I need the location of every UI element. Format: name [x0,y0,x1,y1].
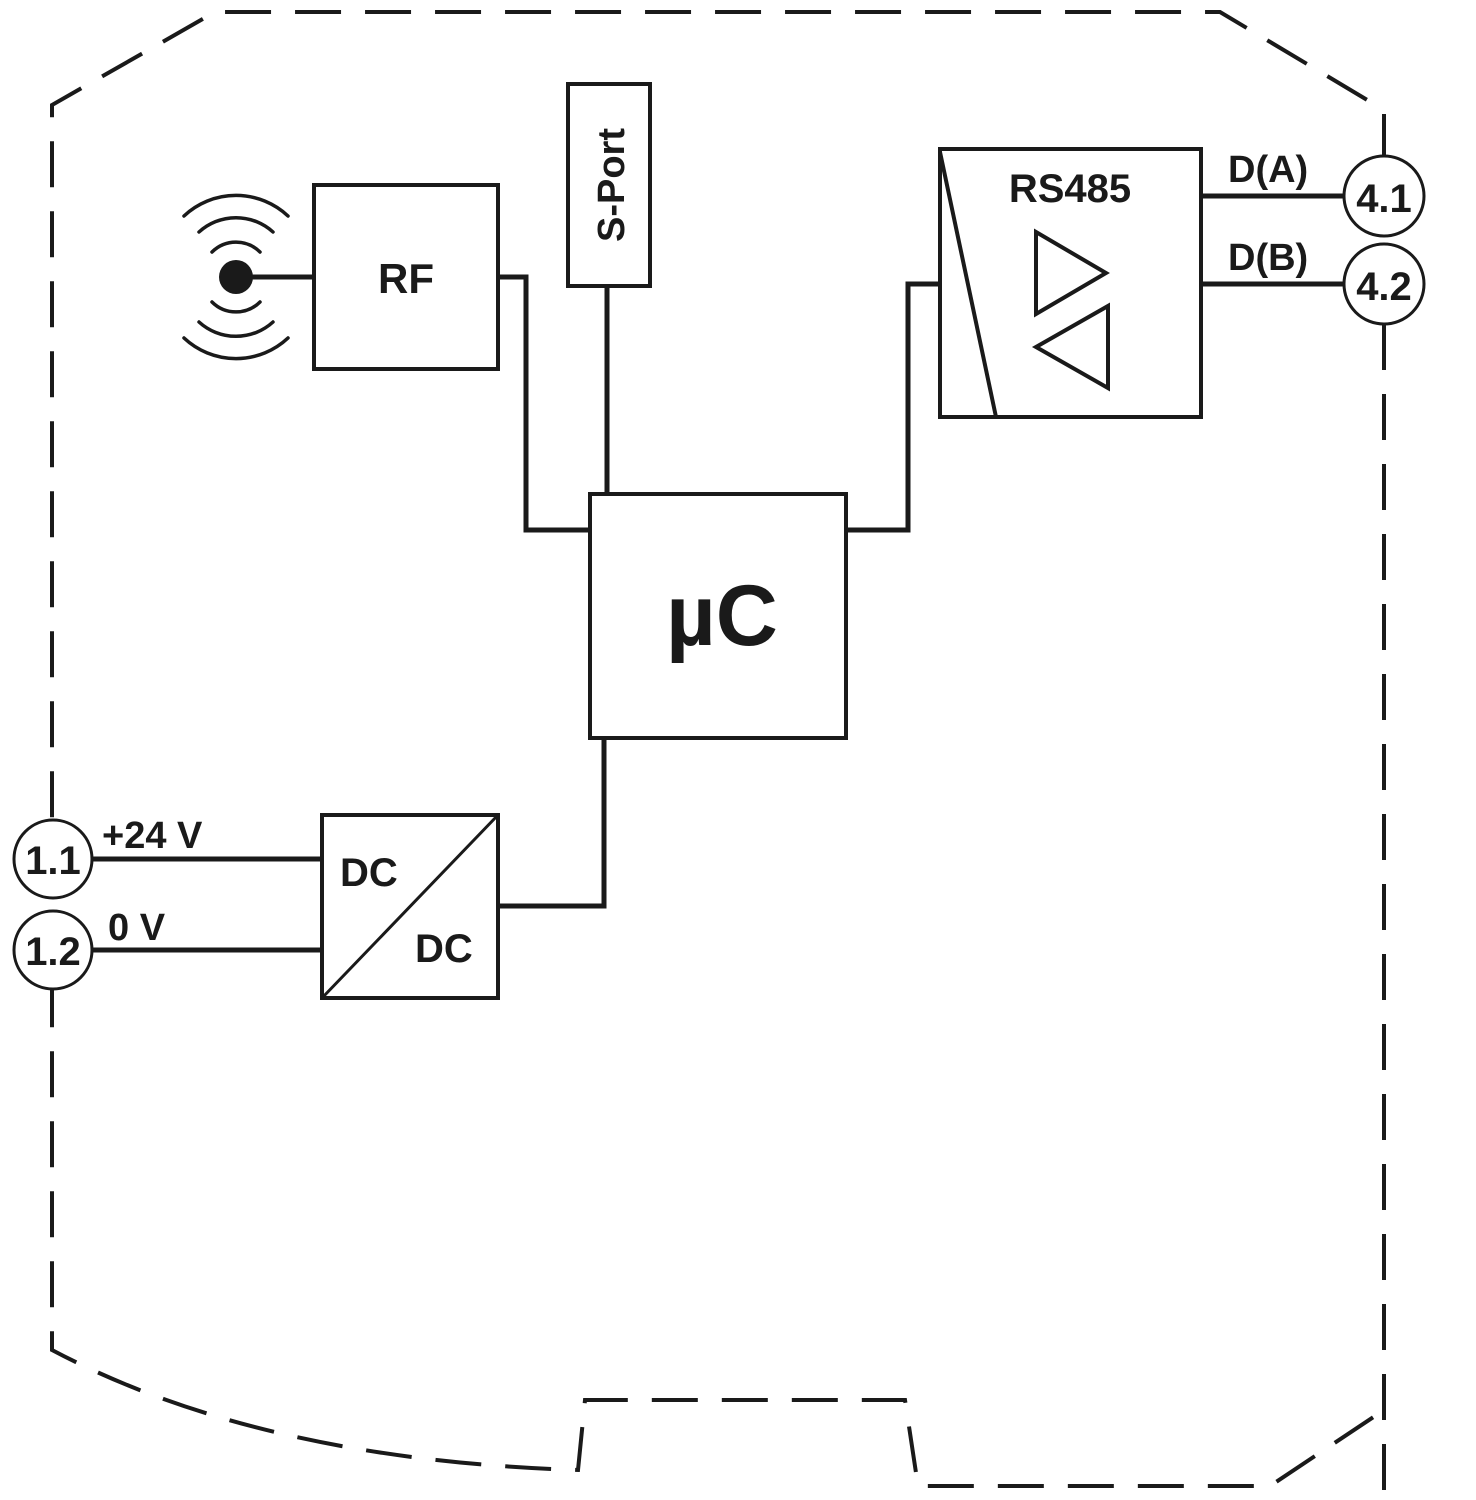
dcdc-out-label: DC [415,927,473,971]
terminal-4-2: 4.2 [1342,242,1426,326]
signal-da-label: D(A) [1228,149,1308,191]
signal-0v-label: 0 V [108,907,166,949]
wire-rf-to-mcu [498,274,590,533]
rf-label: RF [378,255,434,302]
wire-mcu-to-rs485 [846,281,940,533]
housing-outline [50,10,1386,1490]
signal-db-label: D(B) [1228,237,1308,279]
terminal-4-1: 4.1 [1342,154,1426,238]
rs485-driver-icon [1031,228,1110,392]
rs485-label: RS485 [1009,167,1131,211]
wiring [92,193,1344,953]
wire-dcdc-to-mcu [498,738,607,909]
terminal-1-1: 1.1 [12,818,94,900]
svg-text:1.1: 1.1 [25,839,81,883]
svg-text:4.2: 4.2 [1356,265,1412,309]
mcu-block: µC [588,492,848,740]
svg-text:1.2: 1.2 [25,930,81,974]
svg-text:4.1: 4.1 [1356,177,1412,221]
dc-dc-converter-icon [320,813,500,1000]
sport-block: S-Port [566,82,652,288]
dcdc-block: DC DC [320,813,500,1000]
terminal-1-2: 1.2 [12,909,94,991]
mcu-label: µC [666,568,778,664]
signal-24v-label: +24 V [102,815,203,857]
dcdc-in-label: DC [340,851,398,895]
antenna-icon [182,193,290,361]
rs485-block: RS485 [938,147,1203,419]
rf-block: RF [312,183,500,371]
sport-label: S-Port [591,128,633,242]
